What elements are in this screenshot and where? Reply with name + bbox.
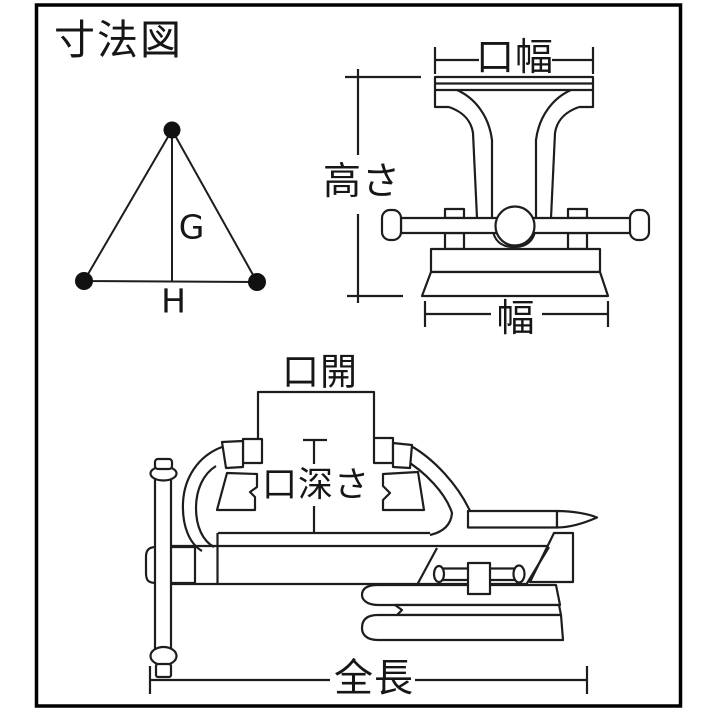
side-overall-length-label: 全長 [333,656,415,702]
anvil-horn [555,509,599,529]
movable-jaw-face [215,471,259,512]
triangle-left-dot [75,272,93,290]
triangle-right-dot [248,273,266,291]
screw-ball [494,205,536,247]
diagram-frame [34,3,683,708]
triangle-median-label: G [178,207,206,247]
front-jaw-width-label: 口幅 [475,35,555,79]
triangle-apex-dot [163,121,181,139]
overall-length-dimension [148,666,589,694]
triangle-base-label: H [161,281,187,321]
side-jaw-opening-label: 口開 [282,350,358,394]
jaw-width-dimension [433,47,595,74]
anvil [466,509,559,529]
front-handle-left-knob [380,208,403,242]
side-jaw-depth-label: 口深さ [261,465,371,506]
height-dimension [345,69,421,303]
width-dimension [423,301,610,327]
side-handle-rod [153,476,173,651]
vise-side-view [144,390,599,694]
jaw-depth-dimension [303,438,327,533]
front-handle-right-knob [628,208,651,242]
jaw-opening-bracket [256,390,376,439]
fixed-jaw-face [381,470,426,512]
screw-sleeve [144,545,195,585]
triangle-figure [75,121,266,291]
vise-front-view [345,47,651,327]
front-height-label: 高さ [322,159,402,203]
diagram-title: 寸法図 [54,16,183,64]
side-handle-bottom-knob [149,645,178,667]
lock-handle-block [466,561,492,596]
front-width-label: 幅 [496,296,536,340]
